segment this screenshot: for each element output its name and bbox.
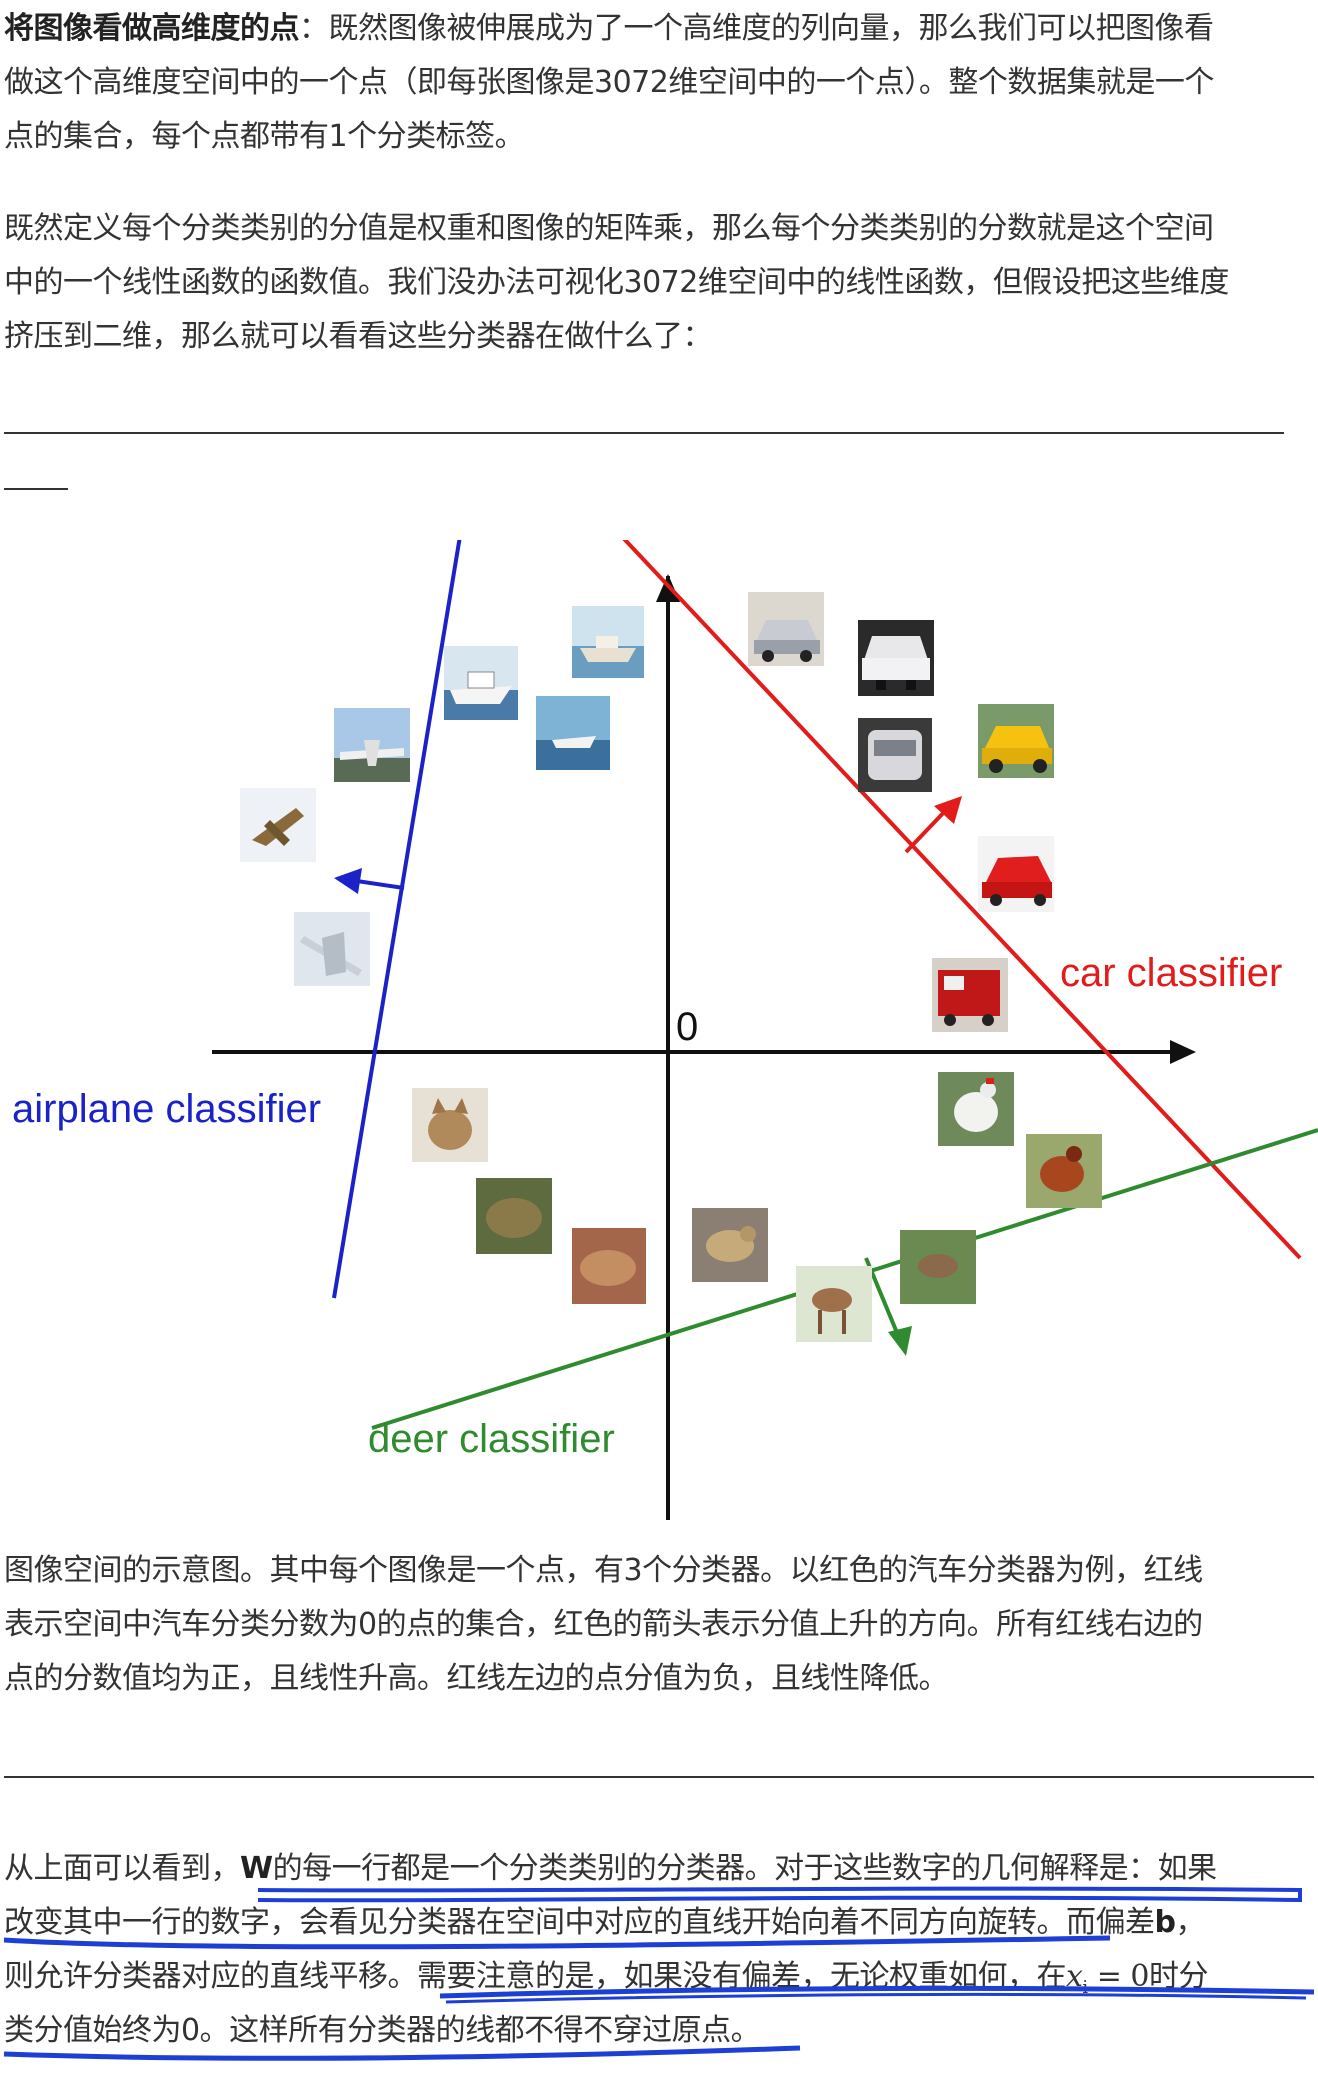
thumbnail-airplane-2 [240, 788, 316, 862]
thumbnail-car-2 [858, 620, 934, 696]
divider-caption [4, 1776, 1314, 1778]
car-classifier-label: car classifier [1060, 951, 1282, 995]
thumbnail-airplane-1 [334, 708, 410, 782]
figure-caption: 图像空间的示意图。其中每个图像是一个点，有3个分类器。以红色的汽车分类器为例，红… [4, 1553, 1203, 1696]
origin-label: 0 [676, 1005, 698, 1049]
divider-long [4, 432, 1284, 434]
paragraph-points: 将图像看做高维度的点：既然图像被伸展成为了一个高维度的列向量，那么我们可以把图像… [4, 11, 1214, 154]
thumbnail-ship-3 [536, 696, 610, 770]
thumbnail-truck [932, 958, 1008, 1032]
x-axis-arrowhead [1170, 1040, 1196, 1064]
deer-classifier-label: deer classifier [368, 1417, 615, 1461]
airplane-classifier-line [332, 540, 462, 1299]
thumbnail-car-4 [978, 704, 1054, 778]
bold-lead: 将图像看做高维度的点 [4, 11, 300, 46]
thumbnail-deer-2 [900, 1230, 976, 1304]
airplane-arrowhead [334, 868, 362, 894]
thumbnail-airplane-3 [294, 912, 370, 986]
car-classifier-line [622, 540, 1302, 1260]
bias-symbol: b [1154, 1905, 1176, 1940]
thumbnail-ship-1 [572, 606, 644, 678]
thumbnail-rooster-1 [938, 1072, 1014, 1146]
thumbnail-ship-2 [444, 646, 518, 720]
paragraph-geometric-interpretation: 从上面可以看到，W的每一行都是一个分类类别的分类器。对于这些数字的几何解释是：如… [4, 1851, 1217, 2048]
thumbnail-rooster-2 [1026, 1134, 1102, 1208]
deer-arrowhead [888, 1326, 912, 1356]
paragraph-linear-function: 既然定义每个分类类别的分值是权重和图像的矩阵乘，那么每个分类类别的分数就是这个空… [4, 211, 1229, 354]
classifier-figure: 0 car classifier airplane classifier dee… [12, 540, 1318, 1520]
thumbnail-deer-1 [796, 1266, 872, 1342]
car-arrowhead [934, 796, 962, 824]
weight-matrix-symbol: W [240, 1851, 273, 1886]
car-direction-arrow [904, 806, 950, 854]
thumbnail-car-1 [748, 592, 824, 666]
thumbnail-car-3 [858, 718, 932, 792]
thumbnail-bird [692, 1208, 768, 1282]
thumbnail-cat [412, 1088, 488, 1162]
thumbnail-frog-1 [476, 1178, 552, 1254]
thumbnail-car-5 [978, 836, 1054, 912]
thumbnail-frog-2 [572, 1228, 646, 1304]
airplane-classifier-label: airplane classifier [12, 1087, 321, 1131]
math-xi-equals-zero: xi = 0 [1066, 1959, 1149, 1998]
divider-short [4, 488, 68, 490]
